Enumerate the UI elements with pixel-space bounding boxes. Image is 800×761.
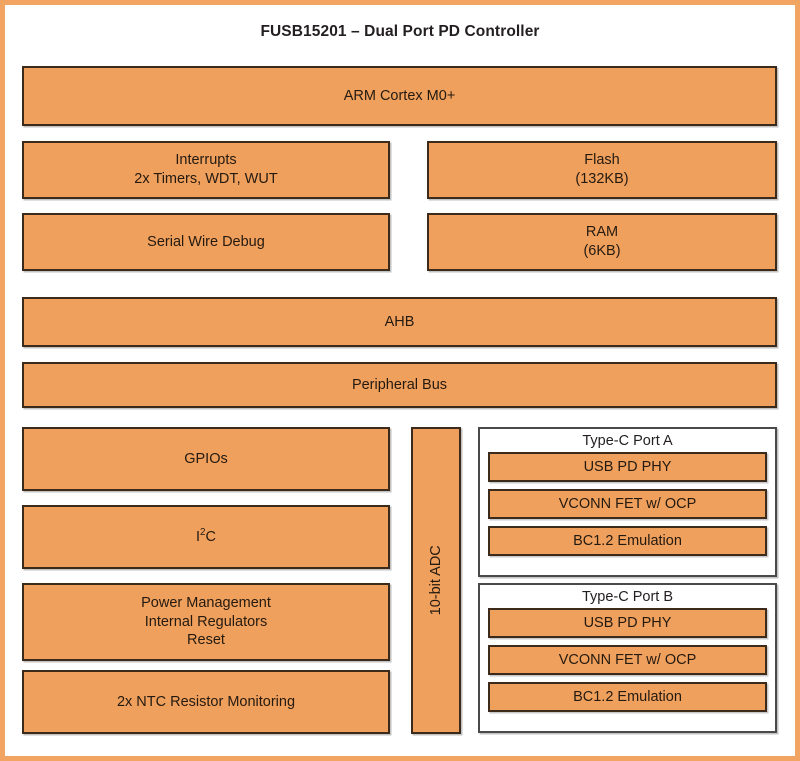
block-ram: RAM (6KB) xyxy=(427,213,777,271)
port-b-title: Type-C Port B xyxy=(581,589,674,605)
i2c-label: I2C xyxy=(196,526,216,545)
block-serial-wire-debug: Serial Wire Debug xyxy=(22,213,390,271)
port-b-vconn-fet: VCONN FET w/ OCP xyxy=(488,645,767,675)
adc-label: 10-bit ADC xyxy=(427,545,444,616)
block-i2c: I2C xyxy=(22,505,390,569)
block-arm-cortex-m0: ARM Cortex M0+ xyxy=(22,66,777,126)
panel-type-c-port-a: Type-C Port A USB PD PHY VCONN FET w/ OC… xyxy=(478,427,777,577)
port-a-usb-pd-phy: USB PD PHY xyxy=(488,452,767,482)
block-ahb: AHB xyxy=(22,297,777,347)
port-b-bc12-emulation: BC1.2 Emulation xyxy=(488,682,767,712)
page-title: FUSB15201 – Dual Port PD Controller xyxy=(260,23,540,40)
block-gpios: GPIOs xyxy=(22,427,390,491)
block-flash: Flash (132KB) xyxy=(427,141,777,199)
block-peripheral-bus: Peripheral Bus xyxy=(22,362,777,408)
port-a-vconn-fet: VCONN FET w/ OCP xyxy=(488,489,767,519)
block-ntc-monitoring: 2x NTC Resistor Monitoring xyxy=(22,670,390,734)
port-b-usb-pd-phy: USB PD PHY xyxy=(488,608,767,638)
panel-type-c-port-b: Type-C Port B USB PD PHY VCONN FET w/ OC… xyxy=(478,583,777,733)
port-a-title: Type-C Port A xyxy=(582,433,673,449)
block-interrupts: Interrupts 2x Timers, WDT, WUT xyxy=(22,141,390,199)
block-power-management: Power Management Internal Regulators Res… xyxy=(22,583,390,661)
port-a-bc12-emulation: BC1.2 Emulation xyxy=(488,526,767,556)
block-10bit-adc: 10-bit ADC xyxy=(411,427,461,734)
